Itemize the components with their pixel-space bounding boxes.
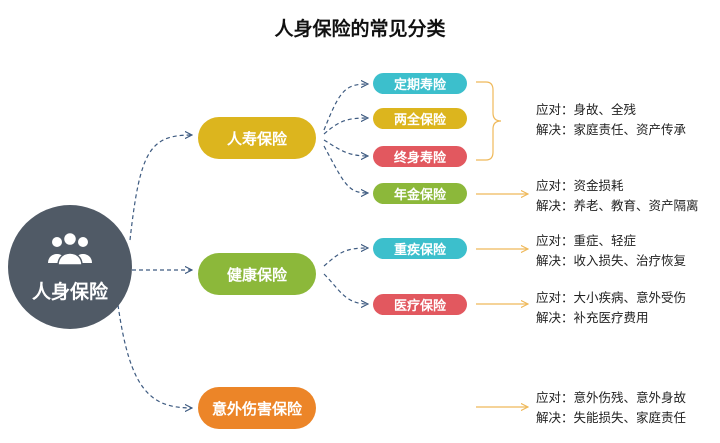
note-accident-solve: 解决：失能损失、家庭责任 bbox=[536, 410, 687, 425]
people-group-icon bbox=[47, 231, 93, 269]
product-term-life: 定期寿险 bbox=[373, 73, 467, 94]
link-life-endowment bbox=[323, 118, 368, 135]
category-life-insurance: 人寿保险 bbox=[198, 117, 316, 159]
link-life-term bbox=[323, 84, 368, 131]
category-accident-insurance: 意外伤害保险 bbox=[198, 387, 316, 429]
product-whole-life: 终身寿险 bbox=[373, 146, 467, 167]
note-life: 应对：身故、全残 解决：家庭责任、资产传承 bbox=[536, 100, 686, 140]
note-critical-solve: 解决：收入损失、治疗恢复 bbox=[536, 253, 687, 268]
note-annuity: 应对：资金损耗 解决：养老、教育、资产隔离 bbox=[536, 176, 699, 216]
note-annuity-cover: 应对：资金损耗 bbox=[536, 178, 624, 193]
note-life-solve: 解决：家庭责任、资产传承 bbox=[536, 122, 687, 137]
product-annuity: 年金保险 bbox=[373, 183, 467, 204]
link-health-critical bbox=[323, 248, 368, 267]
link-life-whole bbox=[323, 139, 368, 156]
note-medical: 应对：大小疾病、意外受伤 解决：补充医疗费用 bbox=[536, 288, 686, 328]
link-root-life bbox=[129, 135, 192, 241]
root-label: 人身保险 bbox=[31, 280, 108, 303]
note-annuity-solve: 解决：养老、教育、资产隔离 bbox=[536, 198, 699, 213]
brace-life bbox=[476, 81, 502, 161]
link-health-medical bbox=[323, 273, 368, 304]
product-medical: 医疗保险 bbox=[373, 294, 467, 315]
note-medical-solve: 解决：补充医疗费用 bbox=[536, 310, 649, 325]
diagram-title: 人身保险的常见分类 bbox=[274, 18, 446, 40]
note-medical-cover: 应对：大小疾病、意外受伤 bbox=[536, 290, 687, 305]
root-node: 人身保险 bbox=[8, 205, 132, 329]
link-life-annuity bbox=[323, 145, 368, 193]
product-critical-illness: 重疾保险 bbox=[373, 238, 467, 259]
product-endowment: 两全保险 bbox=[373, 108, 467, 129]
link-root-accident bbox=[117, 304, 192, 408]
note-accident: 应对：意外伤残、意外身故 解决：失能损失、家庭责任 bbox=[536, 388, 686, 428]
note-critical-cover: 应对：重症、轻症 bbox=[536, 233, 637, 248]
note-critical: 应对：重症、轻症 解决：收入损失、治疗恢复 bbox=[536, 231, 686, 271]
note-life-cover: 应对：身故、全残 bbox=[536, 102, 637, 117]
category-health-insurance: 健康保险 bbox=[198, 253, 316, 295]
note-accident-cover: 应对：意外伤残、意外身故 bbox=[536, 390, 687, 405]
